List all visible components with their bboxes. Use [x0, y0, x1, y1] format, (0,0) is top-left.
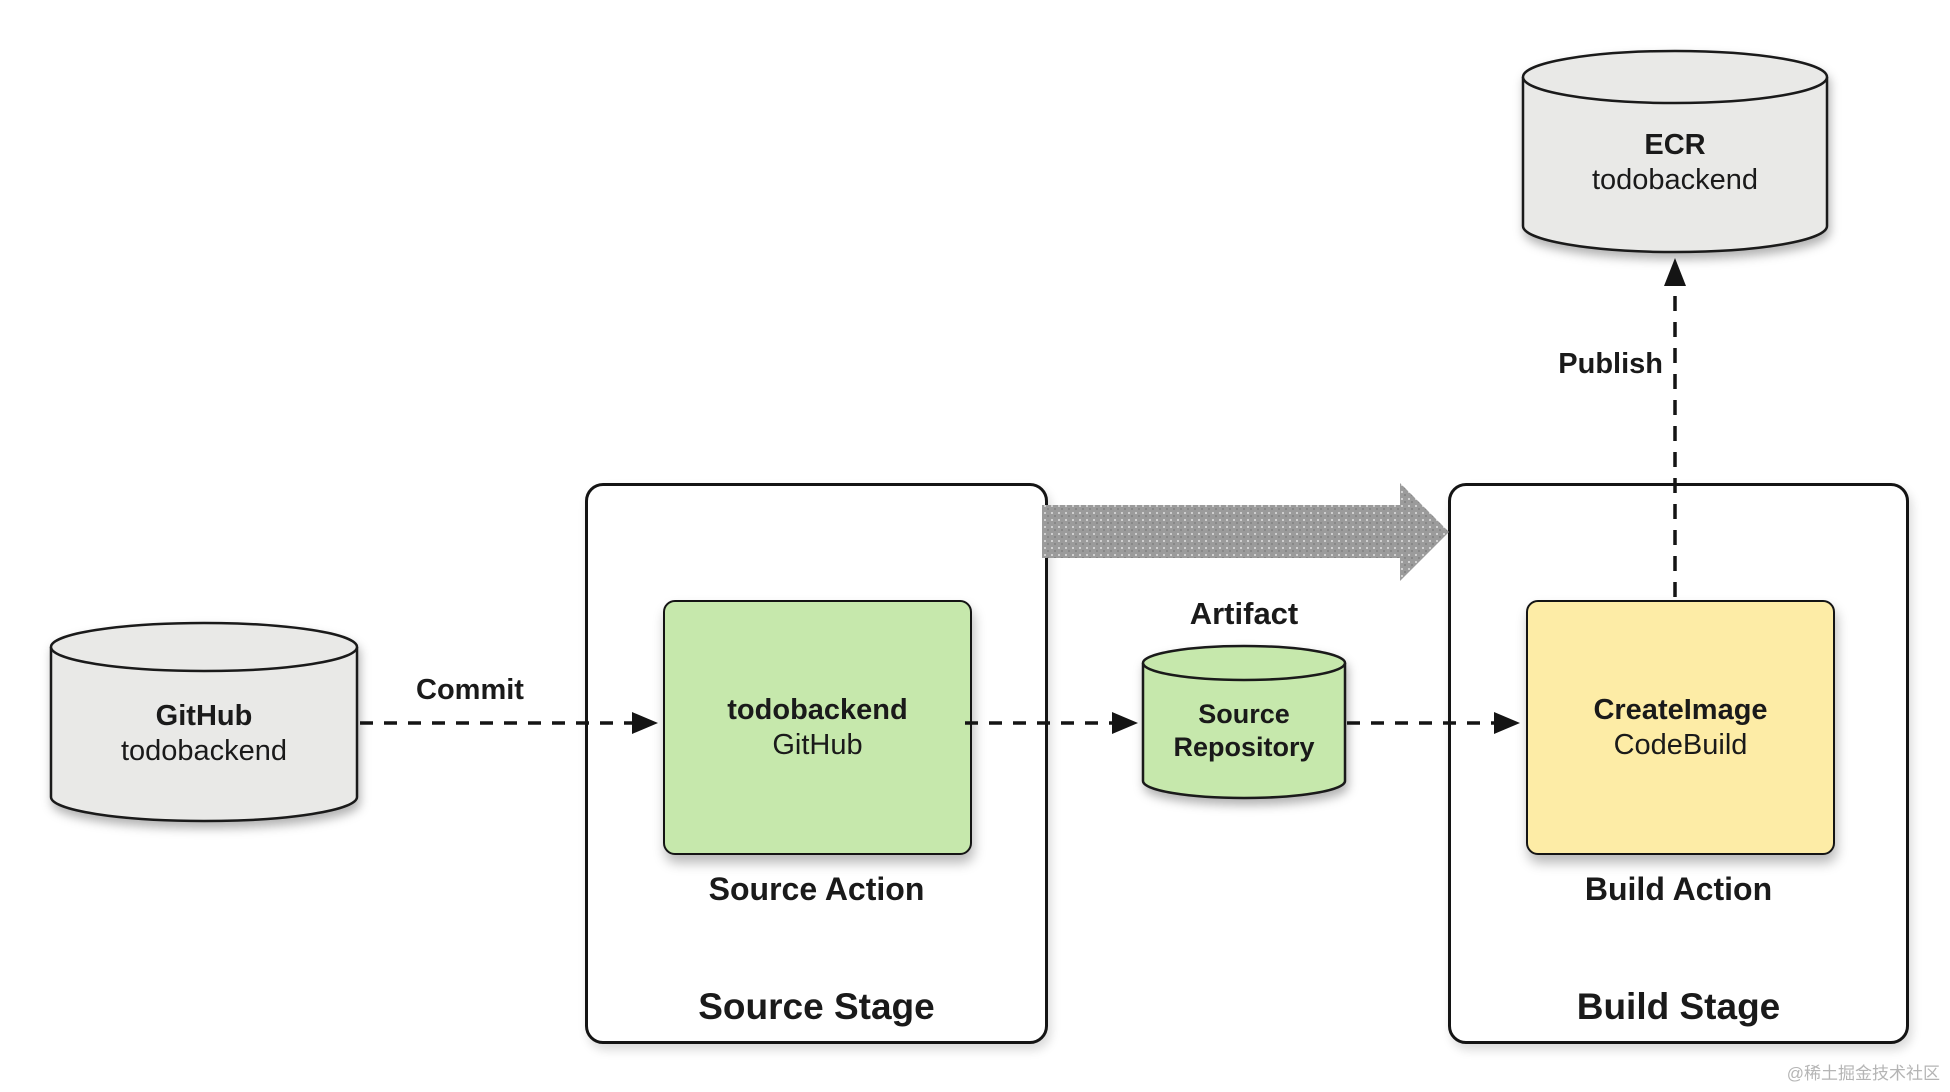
- source-repository-line2: Repository: [1173, 732, 1315, 762]
- cylinder-shape: [49, 621, 359, 823]
- github-node-subtitle: todobackend: [120, 734, 288, 767]
- build-action-title: CreateImage: [1593, 693, 1768, 726]
- source-repository-node: Source Repository: [1140, 643, 1348, 803]
- watermark: @稀土掘金技术社区: [1786, 1064, 1940, 1083]
- github-node-text: GitHub todobackend: [48, 620, 360, 825]
- build-action-node: CreateImage CodeBuild: [1526, 600, 1835, 855]
- cylinder-body: [1141, 663, 1347, 800]
- build-stage-box: CreateImage CodeBuild Build Action Build…: [1448, 483, 1909, 1044]
- stage-transition-arrow: [1042, 483, 1449, 581]
- source-action-subtitle: GitHub: [772, 728, 863, 761]
- source-stage-label: Source Stage: [698, 986, 935, 1027]
- source-repository-text: Source Repository: [1140, 643, 1348, 803]
- publish-arrow-label: Publish: [1558, 348, 1663, 380]
- github-node-title: GitHub: [155, 699, 253, 732]
- cylinder-top: [49, 621, 359, 673]
- build-action-label: Build Action: [1584, 871, 1773, 907]
- build-action-subtitle: CodeBuild: [1613, 728, 1748, 761]
- source-repository-line1: Source: [1198, 699, 1290, 729]
- build-stage-label: Build Stage: [1576, 986, 1781, 1027]
- source-action-label: Source Action: [708, 871, 925, 907]
- ecr-registry-node: ECR todobackend: [1520, 48, 1830, 256]
- ecr-node-text: ECR todobackend: [1520, 48, 1830, 256]
- source-stage-box: todobackend GitHub Source Action Source …: [585, 483, 1048, 1044]
- publish-arrowhead: [1664, 258, 1686, 286]
- cylinder-top: [1521, 49, 1829, 105]
- commit-arrow-label: Commit: [416, 674, 524, 706]
- github-repo-node: GitHub todobackend: [48, 620, 360, 825]
- source-action-title: todobackend: [727, 693, 908, 726]
- cylinder-shape: [1141, 644, 1347, 800]
- ecr-node-title: ECR: [1644, 129, 1706, 161]
- cylinder-shape: [1521, 49, 1829, 254]
- cylinder-body: [1521, 77, 1829, 254]
- cylinder-top: [1141, 644, 1347, 682]
- ecr-node-subtitle: todobackend: [1591, 164, 1759, 196]
- source-to-artifact-arrowhead: [1112, 712, 1138, 734]
- cylinder-body: [49, 647, 359, 823]
- source-action-node: todobackend GitHub: [663, 600, 972, 855]
- artifact-label: Artifact: [1189, 596, 1299, 631]
